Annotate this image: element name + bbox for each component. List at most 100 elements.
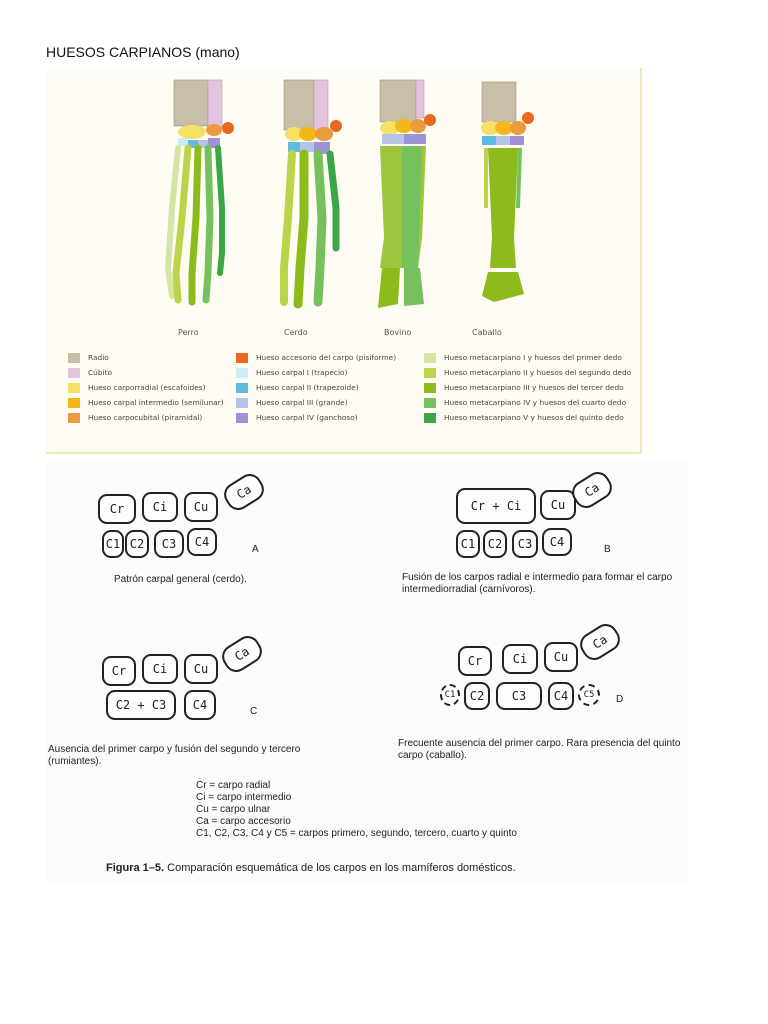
carpal-schematic-figure: Cr Ci Cu Ca C1 C2 C3 C4 A Patrón carpal …	[46, 462, 688, 882]
glossary-line: Cu = carpo ulnar	[196, 804, 271, 815]
legend-label: Hueso carpal intermedio (semilunar)	[88, 398, 224, 407]
dog-limb	[164, 79, 234, 306]
bone-ci: Ci	[142, 654, 178, 684]
bone-cr-ci-fused: Cr + Ci	[456, 488, 536, 524]
bone-c3: C3	[496, 682, 542, 710]
abbreviation-glossary: Cr = carpo radial Ci = carpo intermedio …	[196, 780, 517, 840]
legend-item: Hueso carporradial (escafoides)	[68, 380, 224, 395]
species-label-dog: Perro	[178, 328, 199, 337]
legend-swatch	[424, 367, 436, 378]
legend-swatch	[236, 397, 248, 408]
legend-swatch	[424, 352, 436, 363]
bone-c2-c3-fused: C2 + C3	[106, 690, 176, 720]
glossary-line: C1, C2, C3, C4 y C5 = carpos primero, se…	[196, 828, 517, 839]
color-legend: Radio Cúbito Hueso carporradial (escafoi…	[68, 350, 634, 440]
bone-cu: Cu	[184, 492, 218, 522]
legend-label: Hueso metacarpiano IV y huesos del cuart…	[444, 398, 627, 407]
legend-swatch	[424, 382, 436, 393]
legend-item: Hueso carpal II (trapezoide)	[236, 380, 396, 395]
legend-swatch	[68, 412, 80, 423]
legend-label: Hueso carpal I (trapecio)	[256, 368, 348, 377]
pig-limb	[280, 79, 342, 309]
legend-item: Hueso metacarpiano III y huesos del terc…	[424, 380, 631, 395]
legend-swatch	[424, 397, 436, 408]
legend-label: Hueso carpal III (grande)	[256, 398, 348, 407]
legend-swatch	[236, 367, 248, 378]
legend-swatch	[68, 397, 80, 408]
legend-label: Hueso carporradial (escafoides)	[88, 383, 206, 392]
caption-d: Frecuente ausencia del primer carpo. Rar…	[398, 738, 681, 761]
bone-c1: C1	[102, 530, 124, 558]
legend-label: Hueso carpocubital (piramidal)	[88, 413, 203, 422]
legend-swatch	[236, 382, 248, 393]
legend-label: Hueso metacarpiano I y huesos del primer…	[444, 353, 622, 362]
bone-cu: Cu	[184, 654, 218, 684]
bone-c4: C4	[187, 528, 217, 556]
legend-item: Hueso metacarpiano IV y huesos del cuart…	[424, 395, 631, 410]
glossary-line: Ca = carpo accesorio	[196, 816, 291, 827]
diagram-letter-c: C	[250, 706, 258, 717]
legend-label: Hueso accesorio del carpo (pisiforme)	[256, 353, 397, 362]
figure-number: Figura 1–5.	[106, 862, 165, 874]
diagram-letter-d: D	[616, 694, 624, 705]
diagram-letter-b: B	[604, 544, 611, 555]
horse-limb	[481, 81, 534, 302]
caption-c: Ausencia del primer carpo y fusión del s…	[48, 744, 301, 767]
legend-item: Hueso carpal III (grande)	[236, 395, 396, 410]
bone-c2: C2	[125, 530, 149, 558]
glossary-line: Cr = carpo radial	[196, 780, 271, 791]
legend-label: Radio	[88, 353, 109, 362]
legend-label: Hueso metacarpiano V y huesos del quinto…	[444, 413, 624, 422]
bone-cu: Cu	[544, 642, 578, 672]
caption-b: Fusión de los carpos radial e intermedio…	[402, 572, 673, 595]
bone-c4: C4	[548, 682, 574, 710]
bone-cr: Cr	[102, 656, 136, 686]
legend-label: Hueso carpal II (trapezoide)	[256, 383, 359, 392]
legend-item: Radio	[68, 350, 224, 365]
bone-c3: C3	[512, 530, 538, 558]
legend-swatch	[68, 367, 80, 378]
bone-c2: C2	[483, 530, 507, 558]
legend-swatch	[236, 412, 248, 423]
legend-column-1: Radio Cúbito Hueso carporradial (escafoi…	[68, 350, 224, 425]
figure-caption: Figura 1–5. Comparación esquemática de l…	[106, 862, 516, 874]
bone-c5-rare: C5	[578, 684, 600, 706]
legend-item: Hueso carpal intermedio (semilunar)	[68, 395, 224, 410]
bone-c4: C4	[542, 528, 572, 556]
cattle-limb	[378, 79, 436, 308]
page-title: HUESOS CARPIANOS (mano)	[46, 44, 240, 60]
bone-ci: Ci	[142, 492, 178, 522]
bone-c3: C3	[154, 530, 184, 558]
caption-a: Patrón carpal general (cerdo).	[114, 574, 247, 585]
species-label-cattle: Bovino	[384, 328, 412, 337]
legend-label: Cúbito	[88, 368, 113, 377]
legend-item: Hueso carpal I (trapecio)	[236, 365, 396, 380]
legend-item: Hueso accesorio del carpo (pisiforme)	[236, 350, 396, 365]
limb-skeletons-drawing	[164, 79, 534, 309]
bone-cu: Cu	[540, 490, 576, 520]
legend-item: Cúbito	[68, 365, 224, 380]
legend-column-2: Hueso accesorio del carpo (pisiforme) Hu…	[236, 350, 396, 425]
bone-cr: Cr	[458, 646, 492, 676]
legend-swatch	[68, 352, 80, 363]
bone-ca: Ca	[219, 469, 269, 515]
bone-c2: C2	[464, 682, 490, 710]
bone-c4: C4	[184, 690, 216, 720]
bone-c1-absent: C1	[440, 684, 460, 706]
carpal-bones-illustration: Perro Cerdo Bovino Caballo Radio Cúbito …	[46, 68, 642, 454]
legend-label: Hueso carpal IV (ganchoso)	[256, 413, 358, 422]
legend-swatch	[68, 382, 80, 393]
bone-ca: Ca	[575, 619, 625, 665]
bone-c1: C1	[456, 530, 480, 558]
figure-text: Comparación esquemática de los carpos en…	[167, 862, 516, 874]
bone-ca: Ca	[217, 631, 267, 677]
glossary-line: Ci = carpo intermedio	[196, 792, 292, 803]
bone-ci: Ci	[502, 644, 538, 674]
diagram-letter-a: A	[252, 544, 259, 555]
legend-label: Hueso metacarpiano III y huesos del terc…	[444, 383, 624, 392]
species-label-horse: Caballo	[472, 328, 502, 337]
legend-swatch	[424, 412, 436, 423]
legend-item: Hueso carpal IV (ganchoso)	[236, 410, 396, 425]
legend-item: Hueso carpocubital (piramidal)	[68, 410, 224, 425]
species-label-pig: Cerdo	[284, 328, 308, 337]
